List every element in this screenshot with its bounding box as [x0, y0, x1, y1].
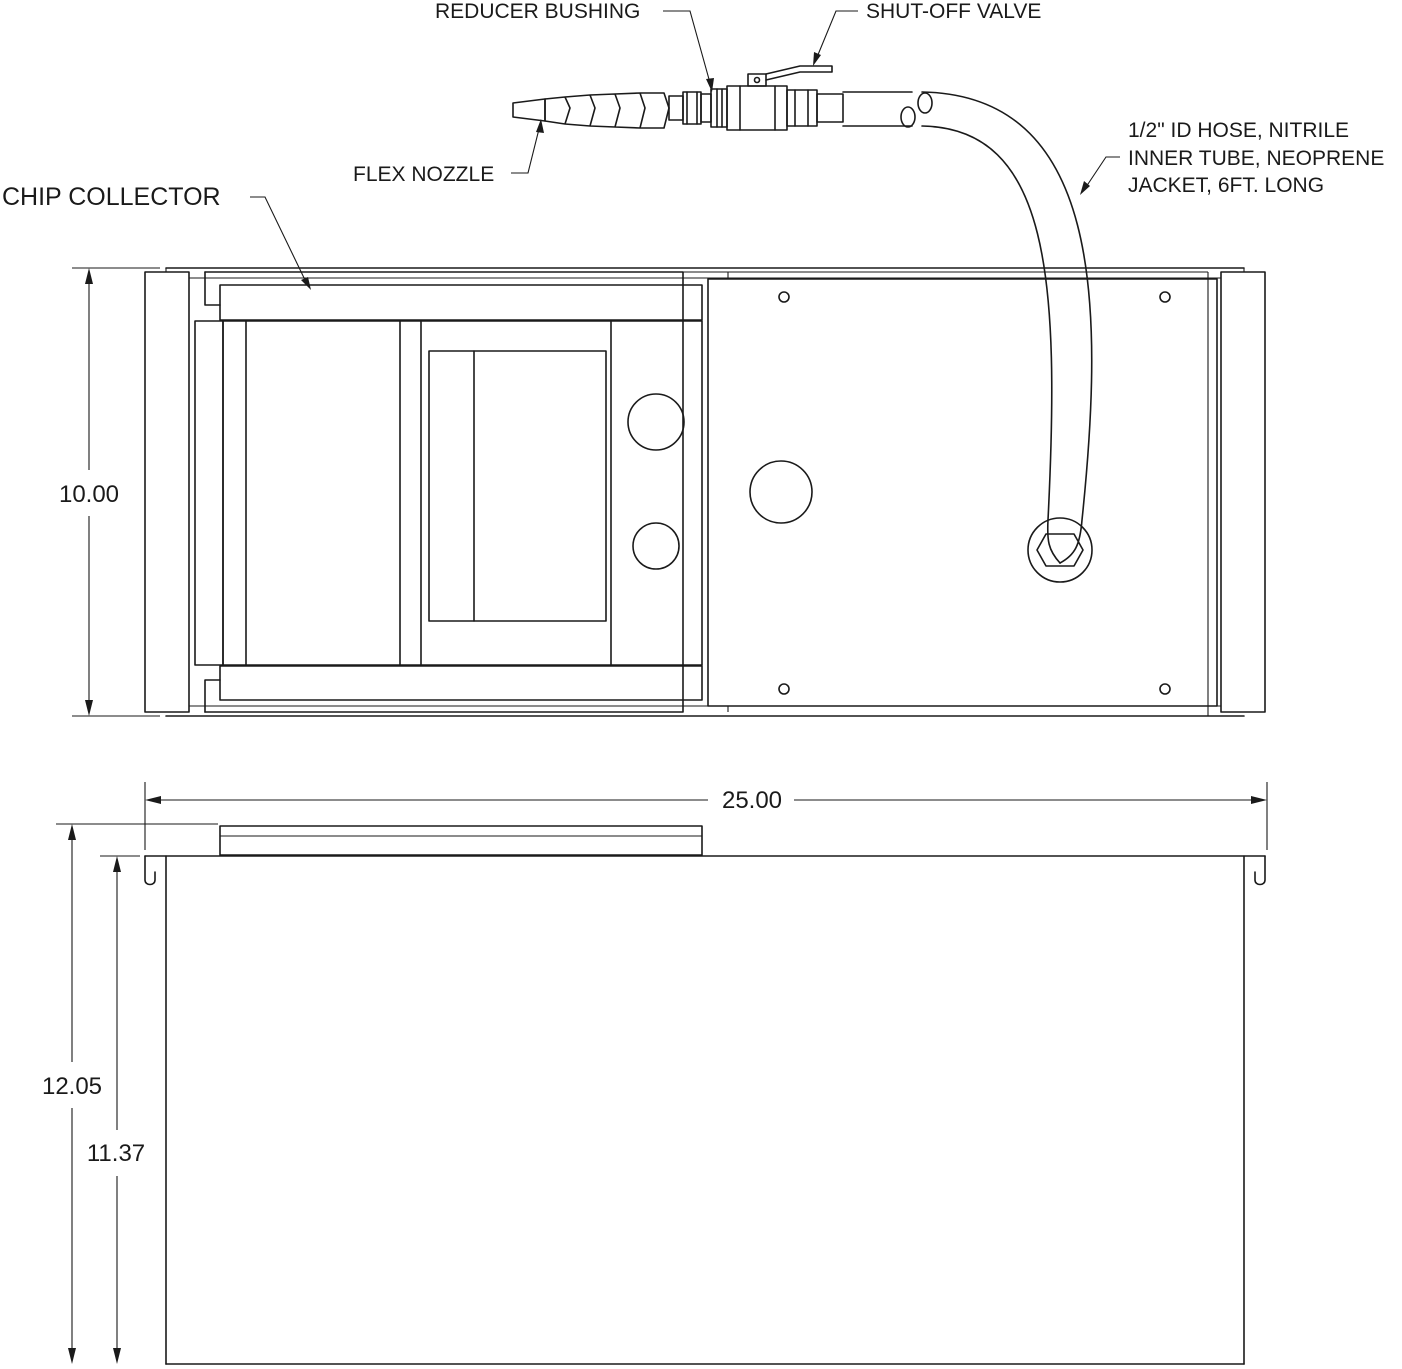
hose-break-top: [917, 92, 933, 114]
collector-divider: [399, 320, 422, 666]
left-end-flange: [144, 271, 190, 713]
flex-nozzle-segments: [544, 92, 670, 129]
reducer-bushing: [700, 93, 712, 123]
hose-outer-wall: [921, 91, 1093, 564]
mounting-hole-2: [1159, 291, 1171, 303]
hose-inner-wall: [921, 125, 1061, 564]
collector-frame: [204, 271, 684, 713]
pump-body: [428, 350, 607, 622]
arrow-shutoff-valve: [813, 52, 821, 66]
nozzle-fitting: [668, 95, 684, 121]
mounting-hole-1: [778, 291, 790, 303]
valve-body-lines: [739, 85, 776, 131]
valve-assembly: [512, 65, 844, 131]
valve-body: [726, 85, 788, 131]
hose-barb: [816, 93, 844, 123]
collector-mid-bay: [420, 320, 612, 666]
collector-bottom-rail: [219, 665, 703, 701]
dim-1205-label: 12.05: [42, 1073, 102, 1100]
length-dimension: 25.00: [144, 782, 1268, 850]
coolant-hose: [842, 91, 1093, 564]
outlet-port-1: [627, 393, 685, 451]
cover-plate-outline: [707, 278, 1218, 707]
front-right-hem: [1243, 855, 1266, 1365]
mounting-hole-4: [1159, 683, 1171, 695]
label-hose-line-3: JACKET, 6FT. LONG: [1128, 174, 1324, 197]
arrow-reducer-bushing: [706, 78, 714, 92]
chip-collector: [194, 271, 703, 713]
cover-access-hole: [749, 460, 813, 524]
label-chip-collector: CHIP COLLECTOR: [2, 183, 221, 211]
mounting-hole-3: [778, 683, 790, 695]
leader-hose: [1083, 156, 1120, 191]
front-view: 12.05 11.37: [42, 823, 1266, 1365]
dim-10-label: 10.00: [59, 481, 119, 508]
arrow-hose: [1080, 181, 1090, 195]
arrow-chip-collector: [301, 277, 311, 290]
collector-bracket: [204, 271, 221, 713]
hose-break-bottom: [900, 106, 916, 128]
valve-stem: [747, 73, 767, 87]
label-flex-nozzle: FLEX NOZZLE: [353, 163, 494, 186]
dim-25-label: 25.00: [722, 787, 782, 814]
valve-port-facets: [716, 88, 723, 128]
dim-1137-label: 11.37: [87, 1140, 145, 1167]
right-end-flange: [1220, 271, 1266, 713]
arrow-flex-nozzle: [536, 119, 544, 133]
collector-left-post-outer: [194, 320, 224, 666]
valve-port-left: [710, 88, 728, 128]
front-left-hem: [144, 855, 167, 1365]
cover-plate: [683, 271, 1218, 712]
label-shutoff-valve: SHUT-OFF VALVE: [866, 0, 1041, 23]
hose-barb-nut: [786, 89, 818, 127]
hose-fitting-flange: [1027, 517, 1093, 583]
tank-rim-lines: [165, 268, 1245, 716]
front-chip-collector: [219, 825, 703, 856]
collector-top-rail: [219, 284, 703, 321]
valve-handle: [765, 65, 833, 81]
hose-barb-facets: [794, 89, 809, 127]
dim-10-extension-lines: [72, 267, 160, 717]
leader-reducer-bushing: [663, 10, 713, 91]
leader-shutoff-valve: [814, 10, 858, 63]
top-view: REDUCER BUSHING SHUT-OFF VALVE FLEX NOZZ…: [2, 0, 1384, 717]
collector-left-bay: [245, 320, 401, 666]
hose-fitting-nut: [1036, 533, 1084, 567]
leader-chip-collector: [250, 196, 307, 283]
dim-25-extension-lines: [144, 782, 1268, 850]
hose-stub: [842, 91, 913, 127]
outlet-port-2: [632, 522, 680, 570]
valve-stem-pin: [753, 76, 761, 84]
label-hose-line-1: 1/2" ID HOSE, NITRILE: [1128, 119, 1349, 142]
label-hose-line-2: INNER TUBE, NEOPRENE: [1128, 147, 1384, 170]
leader-flex-nozzle: [511, 124, 541, 174]
label-reducer-bushing: REDUCER BUSHING: [435, 0, 640, 23]
collector-left-post-inner: [222, 320, 247, 666]
reducer-nut-facets: [686, 91, 698, 125]
reducer-nut: [682, 91, 702, 125]
pump-mount-plate: [610, 320, 703, 666]
nozzle-tip: [512, 98, 546, 122]
